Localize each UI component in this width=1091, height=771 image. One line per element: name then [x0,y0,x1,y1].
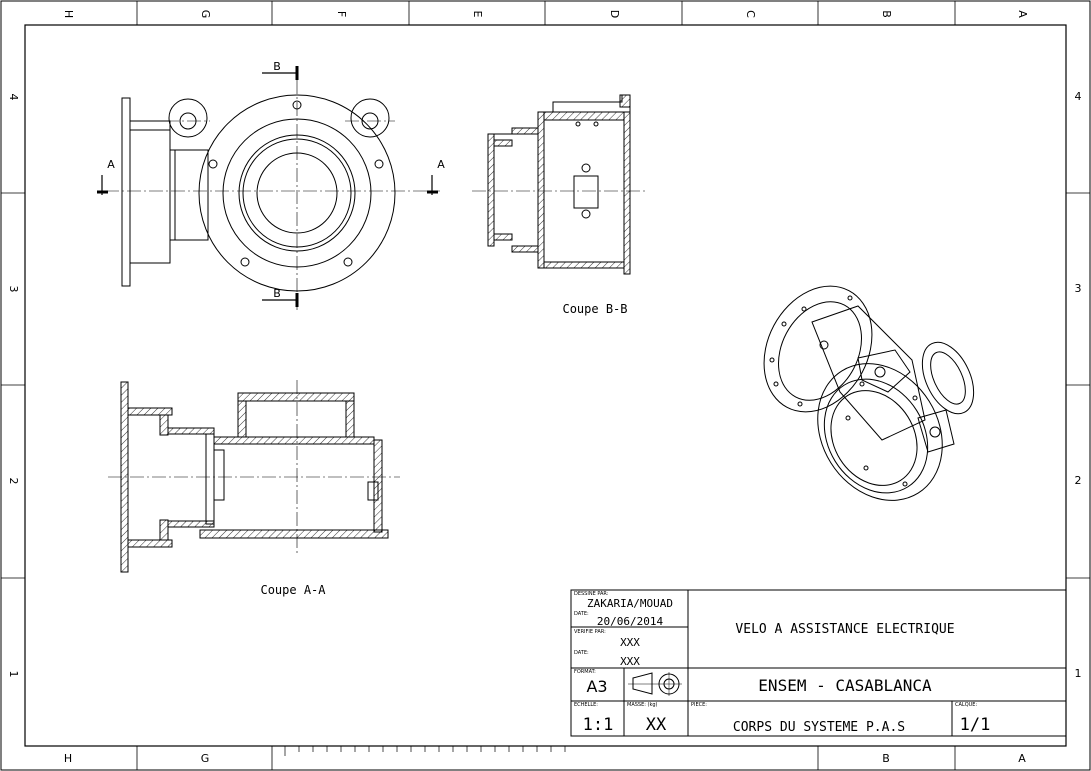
col-h-top: H [62,10,75,18]
drawn-by-label: DESSINE PAR: [574,591,609,597]
front-view [97,66,440,310]
project-title: VELO A ASSISTANCE ELECTRIQUE [735,622,954,637]
col-e-top: E [471,11,484,18]
format-value: A3 [586,677,607,696]
title-block-frame [570,589,1067,737]
col-h-bottom: H [64,752,72,765]
verified-by-label: VERIFIE PAR: [574,629,606,635]
section-aa-view [108,380,400,573]
title-block-text: DESSINE PAR: ZAKARIA/MOUAD DATE: 20/06/2… [574,591,990,735]
col-a-top: A [1016,10,1029,18]
frame-column-labels-bottom: H G B A [64,752,1026,765]
mass-value: XX [646,715,667,735]
school-name: ENSEM - CASABLANCA [758,676,932,695]
row-3-left: 3 [7,286,20,293]
cut-b-bottom: B [273,287,281,300]
projection-symbol-icon [628,672,682,696]
sheet-value: 1/1 [960,715,991,735]
drawn-by-value: ZAKARIA/MOUAD [587,597,673,610]
col-a-bottom: A [1018,752,1026,765]
cut-a-right: A [437,158,445,171]
cut-labels: A A B B [107,60,445,300]
mass-label: MASSE: (kg) [627,702,658,708]
col-g-bottom: G [201,752,210,765]
section-bb-label: Coupe B-B [562,302,627,316]
row-2-right: 2 [1075,474,1082,487]
row-4-left: 4 [7,94,20,101]
format-label: FORMAT: [574,669,596,675]
date-value: 20/06/2014 [597,615,664,628]
frame-row-labels: 4 3 2 1 4 3 2 1 [7,90,1082,680]
col-d-top: D [608,10,621,18]
verified-date-value: XXX [620,655,640,668]
date-label: DATE: [574,611,589,617]
verified-date-label: DATE: [574,650,589,656]
frame-column-labels-top: H G F E D C B A [62,10,1029,19]
col-c-top: C [744,10,757,18]
row-1-left: 1 [7,671,20,678]
cut-b-top: B [273,60,281,73]
row-1-right: 1 [1075,667,1082,680]
col-f-top: F [335,11,348,17]
section-bb-view [472,94,648,275]
row-4-right: 4 [1075,90,1082,103]
cut-a-left: A [107,158,115,171]
sheet-label: CALQUE: [955,702,977,708]
part-value: CORPS DU SYSTEME P.A.S [733,720,905,735]
section-aa-label: Coupe A-A [260,583,326,597]
part-label: PIECE: [691,702,707,708]
col-b-top: B [880,10,893,18]
verified-by-value: XXX [620,636,640,649]
row-2-left: 2 [7,478,20,485]
col-g-top: G [199,10,212,19]
row-3-right: 3 [1075,282,1082,295]
scale-label: ECHELLE: [574,702,598,708]
col-b-bottom: B [882,752,890,765]
isometric-view [763,285,975,501]
scale-value: 1:1 [583,715,614,735]
